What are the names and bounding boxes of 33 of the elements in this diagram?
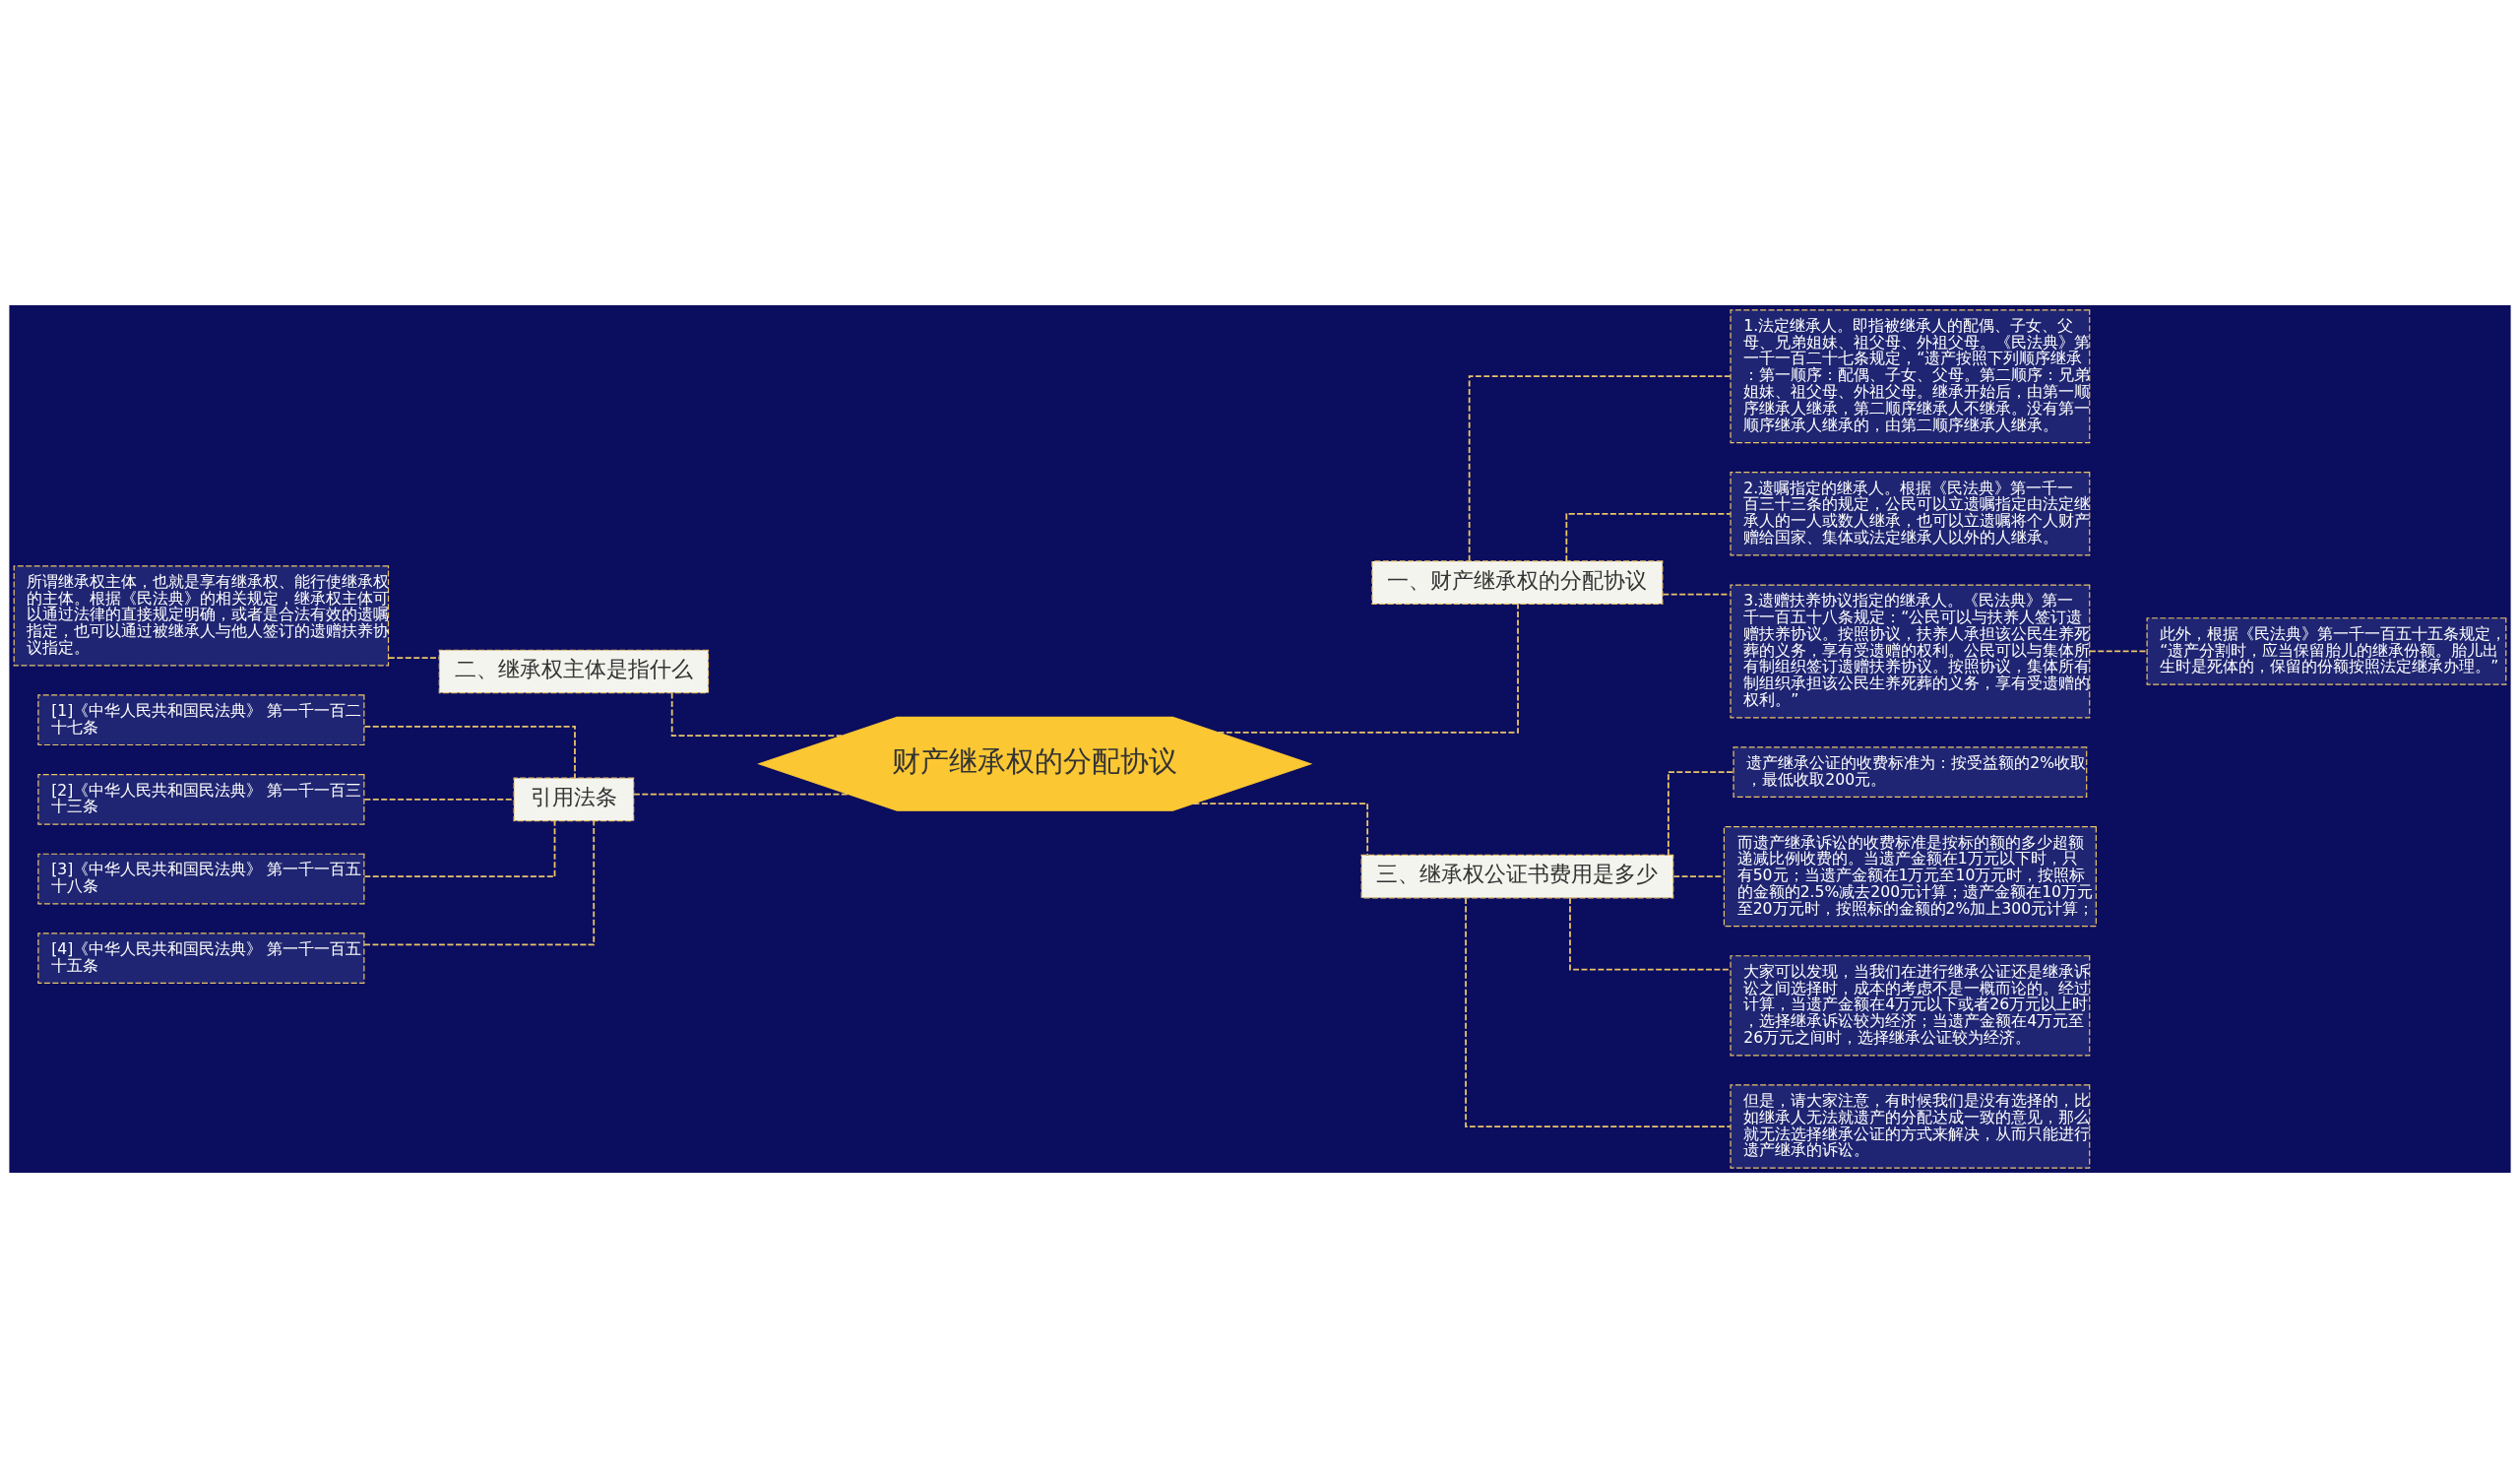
node-box: 遗产继承公证的收费标准为：按受益额的2%收取，最低收取200元。	[1732, 746, 2088, 799]
node-box: 大家可以发现，当我们在进行继承公证还是继承诉讼之间选择时，成本的考虑不是一概而论的。经过计算，当遗产金额在4万元以下或者26万元以上时，选择继承诉讼较为经济；当遗产金额在4万元至26万元之间时，选择继承公证较为经济。	[1730, 955, 2091, 1057]
connector	[1569, 897, 1732, 971]
connector	[1667, 771, 1734, 857]
node-box: 3.遗赠扶养协议指定的继承人。《民法典》第一千一百五十八条规定：“公民可以与扶养人签订遗赠扶养协议。按照协议，扶养人承担该公民生养死葬的义务，享有受遗赠的权利。公民可以与集体所有制组织签订遗赠扶养协议。按照协议，集体所有制组织承担该公民生养死葬的义务，享有受遗赠的权利。”	[1730, 584, 2091, 719]
node-box: 而遗产继承诉讼的收费标准是按标的额的多少超额递减比例收费的。当遗产金额在1万元以下时，只有50元；当遗产金额在1万元至10万元时，按照标的金额的2.5%减去200元计算；遗产金额在10万元至20万元时，按照标的金额的2%加上300元计算；	[1723, 825, 2097, 928]
node-box: 此外，根据《民法典》第一千一百五十五条规定，“遗产分割时，应当保留胎儿的继承份额。胎儿出生时是死体的，保留的份额按照法定继承办理。”	[2146, 617, 2507, 685]
node-box: 2.遗嘱指定的继承人。根据《民法典》第一千一百三十三条的规定，公民可以立遗嘱指定由法定继承人的一人或数人继承，也可以立遗嘱将个人财产赠给国家、集体或法定继承人以外的人继承。	[1730, 472, 2091, 556]
node-box: [4]《中华人民共和国民法典》 第一千一百五十五条	[37, 932, 365, 985]
connector	[1565, 512, 1732, 562]
connector	[1468, 375, 1732, 562]
connector	[1465, 897, 1732, 1127]
node-box: 1.法定继承人。即指被继承人的配偶、子女、父母、兄弟姐妹、祖父母、外祖父母。《民法典》第一千一百二十七条规定，“遗产按照下列顺序继承：第一顺序：配偶、子女、父母。第二顺序：兄弟姐妹、祖父母、外祖父母。继承开始后，由第一顺序继承人继承，第二顺序继承人不继承。没有第一顺序继承人继承的，由第二顺序继承人继承。	[1730, 309, 2091, 444]
node-box: [2]《中华人民共和国民法典》 第一千一百三十三条	[37, 774, 365, 825]
connector	[363, 798, 515, 801]
connector	[1662, 593, 1732, 596]
connector	[387, 657, 440, 659]
connector	[363, 819, 556, 877]
connector	[363, 819, 596, 946]
connector	[633, 793, 850, 796]
node-box: 三、继承权公证书费用是多少	[1360, 854, 1674, 899]
connector	[1217, 603, 1519, 734]
node-box: 引用法条	[513, 777, 635, 822]
node-box: [3]《中华人民共和国民法典》 第一千一百五十八条	[37, 853, 365, 905]
connector	[363, 726, 576, 779]
connector	[670, 691, 844, 738]
node-box: 二、继承权主体是指什么	[438, 649, 710, 694]
node-box: 所谓继承权主体，也就是享有继承权、能行使继承权的主体。根据《民法典》的相关规定，继承权主体可以通过法律的直接规定明确，或者是合法有效的遗嘱指定，也可以通过被继承人与他人签订的遗赠扶养协议指定。	[13, 565, 390, 667]
node-box: 但是，请大家注意，有时候我们是没有选择的，比如继承人无法就遗产的分配达成一致的意见，那么就无法选择继承公证的方式来解决，从而只能进行遗产继承的诉讼。	[1730, 1084, 2091, 1169]
connector	[2088, 650, 2148, 653]
connector	[1192, 803, 1369, 857]
node-box: 一、财产继承权的分配协议	[1371, 560, 1664, 605]
node-box: [1]《中华人民共和国民法典》 第一千一百二十七条	[37, 694, 365, 746]
